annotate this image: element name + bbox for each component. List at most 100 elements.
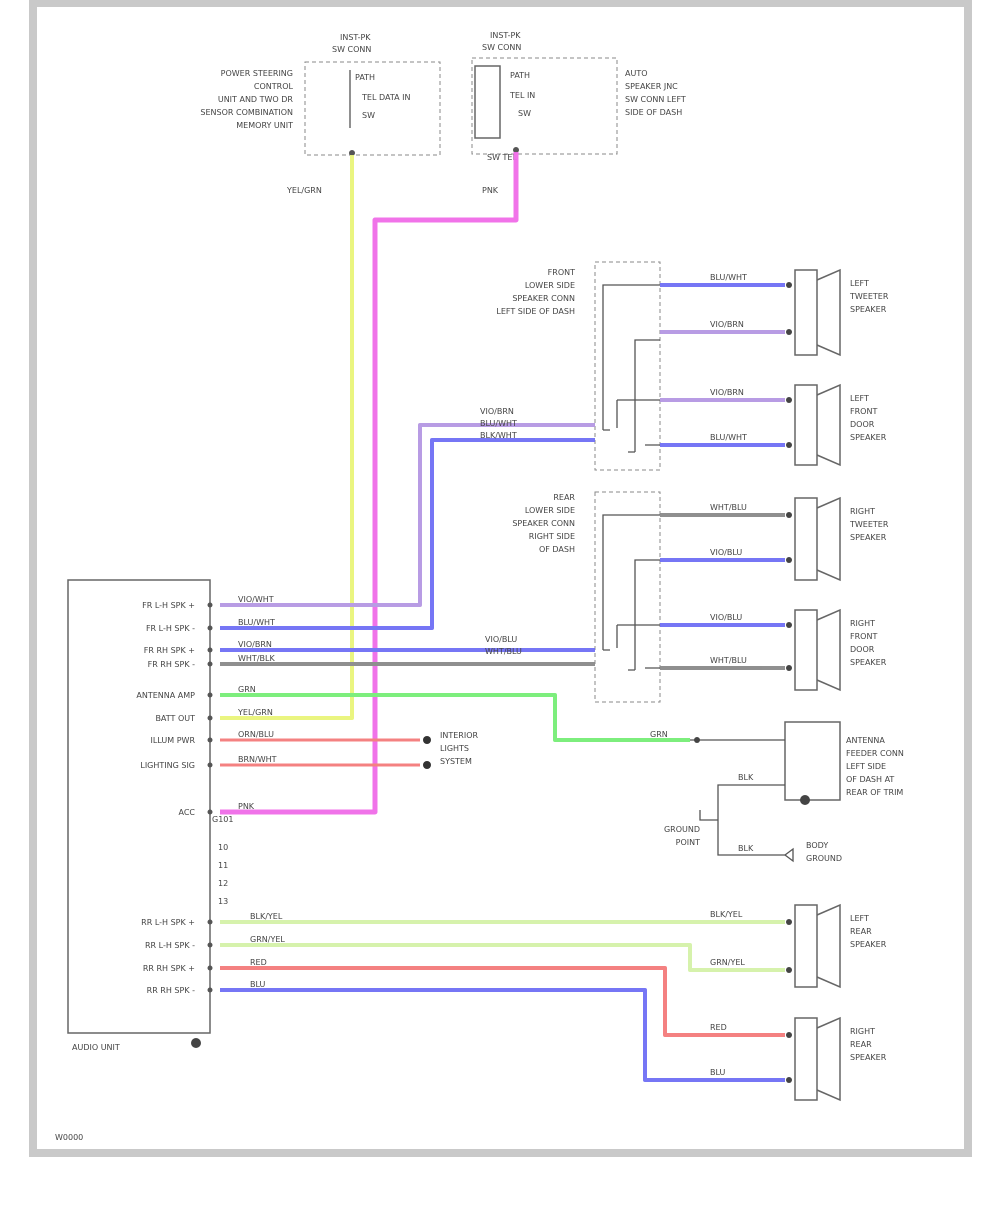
speaker-cone-icon [816,268,841,357]
antenna-ground-icon [800,795,810,805]
audio-unit-wire-label: VIO/BRN [238,640,272,649]
antenna-wire-out-1: BLK [738,773,754,782]
wires [220,152,785,1082]
speaker-name-line: SPEAKER [850,1053,887,1062]
speaker-wire-label: RED [710,1023,727,1032]
speaker-name-line: LEFT [850,394,869,403]
speaker-name-line: SPEAKER [850,940,887,949]
branch-label-3: BLK/WHT [480,431,517,440]
speaker-name-line: DOOR [850,645,875,654]
audio-unit-pin-label: LIGHTING SIG [140,761,195,770]
audio-unit-pin-terminal [207,809,213,815]
top-left-desc-4: SENSOR COMBINATION [200,108,293,117]
top-left-pin-2: TEL DATA IN [361,93,410,102]
speaker-terminal [786,967,792,973]
top-right-connector-title-2: SW CONN [482,43,521,52]
audio-unit-wire-label: ORN/BLU [238,730,274,739]
top-right-pin-dot [513,147,519,153]
top-left-pin-dot [349,150,355,156]
audio-unit-rear-pin-label: RR L-H SPK - [145,941,195,950]
audio-unit-rear-pin-label: RR L-H SPK + [141,918,195,927]
speaker-cone-icon [816,1016,841,1102]
front-box-desc-1: FRONT [548,268,575,277]
top-left-desc-3: UNIT AND TWO DR [218,95,294,104]
speaker-name-line: RIGHT [850,507,875,516]
audio-unit-pin-terminal [207,715,213,721]
wire-pnk [220,152,519,815]
audio-unit-pin-terminal [207,737,213,743]
front-box-desc-3: SPEAKER CONN [512,294,575,303]
rear-branch-label-2: WHT/BLU [485,647,522,656]
top-right-pin-2: TEL IN [509,91,535,100]
audio-unit-wire-label: PNK [238,802,255,811]
speaker-name-line: FRONT [850,632,877,641]
audio-unit-wire-label: WHT/BLK [238,654,275,663]
speaker-body [794,497,818,581]
antenna-bottom-1: BODY [806,841,828,850]
audio-unit-wire-label: YEL/GRN [237,708,273,717]
illum-label-3: SYSTEM [440,757,472,766]
speaker-wire-label: VIO/BLU [710,548,742,557]
speaker-name-line: SPEAKER [850,658,887,667]
audio-unit-pin-terminal [207,602,213,608]
speaker-wire-label: BLU [710,1068,726,1077]
audio-unit-pin-label: ANTENNA AMP [136,691,195,700]
top-left-connector-title-1: INST-PK [340,33,371,42]
top-right-pin-1: PATH [510,71,530,80]
speaker-name-line: SPEAKER [850,533,887,542]
audio-unit-wire-label: VIO/WHT [238,595,274,604]
audio-unit-pin-terminal [207,625,213,631]
wire-yel-grn [220,155,354,720]
audio-unit-pin-terminal [207,661,213,667]
rear-branch-label-1: VIO/BLU [485,635,517,644]
top-right-desc-1: AUTO [625,69,648,78]
top-right-desc-2: SPEAKER JNC [625,82,678,91]
rear-box-desc-2: LOWER SIDE [525,506,575,515]
audio-unit-pin-terminal [207,692,213,698]
audio-unit-pin-number: 12 [218,879,228,888]
audio-unit-rear-pin-terminal [207,942,213,948]
audio-unit-rear-pin-label: RR RH SPK + [143,964,195,973]
speaker-wire-label: GRN/YEL [710,958,745,967]
speaker-body [794,269,818,356]
wire-red [220,966,785,1037]
speakers: LEFTTWEETERSPEAKERBLU/WHTVIO/BRNLEFTFRON… [710,268,889,1102]
wire-blu-wht [220,438,595,630]
wire-blu [220,988,785,1082]
speaker-cone-icon [816,903,841,989]
speaker-wire-label: VIO/BRN [710,320,744,329]
top-left-connector: INST-PK SW CONN POWER STEERING CONTROL U… [200,33,441,195]
top-right-connector: INST-PK SW CONN PATH TEL IN SW AUTO SPEA… [471,31,686,195]
top-right-wire-label: PNK [482,186,499,195]
rear-box-desc-4: RIGHT SIDE [529,532,575,541]
antenna-feeder: ANTENNA FEEDER CONN LEFT SIDE OF DASH AT… [650,721,904,863]
rear-box-desc-3: SPEAKER CONN [512,519,575,528]
speaker-wire-label: BLU/WHT [710,273,747,282]
speaker-terminal [786,665,792,671]
speaker-terminal [786,329,792,335]
antenna-wire-out-2: BLK [738,844,754,853]
speaker-body [794,904,818,988]
top-left-desc-2: CONTROL [254,82,294,91]
top-left-desc-1: POWER STEERING [221,69,293,78]
audio-unit-pin-label: BATT OUT [155,714,195,723]
antenna-name-4: OF DASH AT [846,775,894,784]
speaker-wire-label: BLK/YEL [710,910,743,919]
rear-box-desc-5: OF DASH [539,545,575,554]
antenna-gnd-label-1: GROUND [664,825,700,834]
rear-junction-box: REAR LOWER SIDE SPEAKER CONN RIGHT SIDE … [512,491,661,703]
audio-unit-rear-wire-label: BLU [250,980,266,989]
speaker-wire-label: WHT/BLU [710,503,747,512]
top-left-connector-title-2: SW CONN [332,45,371,54]
illum-label-1: INTERIOR [440,731,479,740]
audio-unit-pin-number: 10 [218,843,228,852]
audio-unit-ground-label: G101 [212,815,233,824]
antenna-bottom-2: GROUND [806,854,842,863]
speaker-terminal [786,512,792,518]
speaker-name-line: REAR [850,1040,872,1049]
rear-box-desc-1: REAR [553,493,575,502]
speaker-terminal [786,622,792,628]
